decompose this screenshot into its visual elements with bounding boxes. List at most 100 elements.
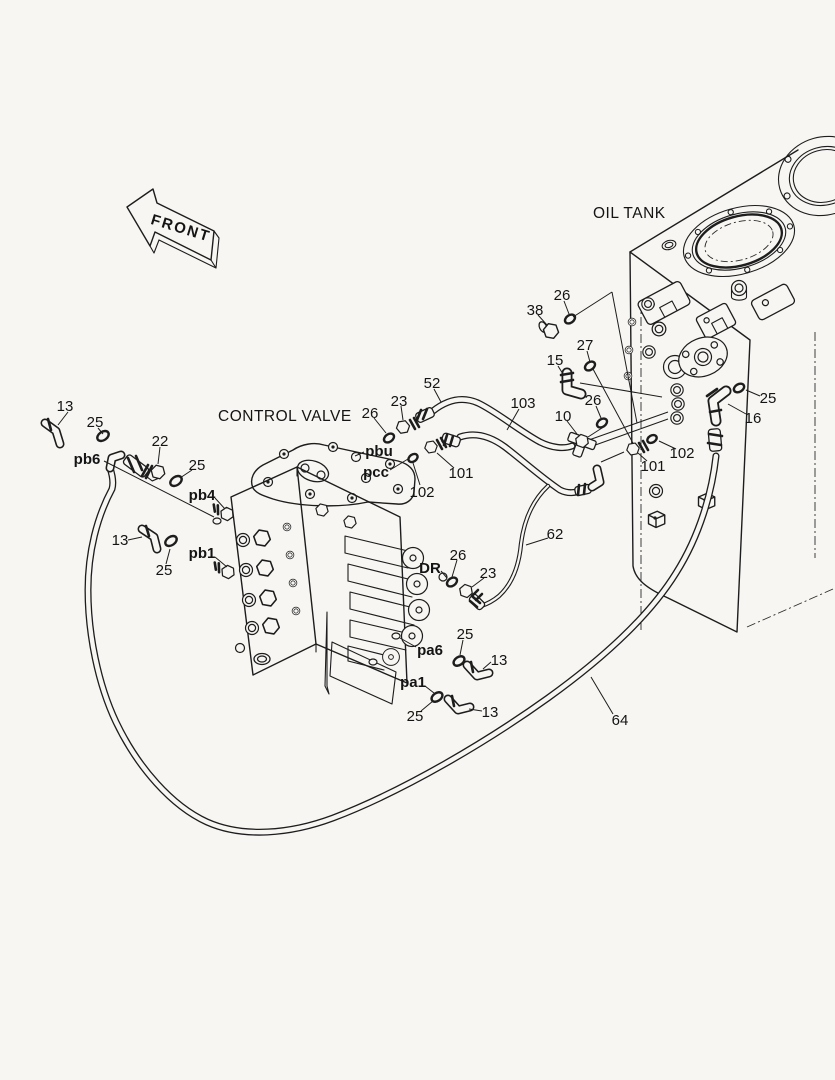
callout-23: 23 [471,565,497,588]
callout-text-38: 38 [527,302,544,319]
top-boss [661,239,677,251]
callout-leader-pbu [354,451,365,457]
callout-102: 102 [658,440,695,462]
hose-52 [415,400,572,448]
callout-22: 22 [152,433,168,465]
oval-flange [678,336,728,378]
callout-text-103: 103 [510,395,535,412]
tube-62 [468,486,548,611]
callout-leader-52 [433,388,442,403]
callout-102: 102 [409,462,435,501]
callout-leader-pb4 [214,497,226,510]
callout-26: 26 [450,547,467,578]
callout-leader-pcc [389,458,409,471]
clamp-bracket [750,283,796,321]
clamp-bracket [695,302,737,340]
callout-leader-13 [57,411,69,426]
callout-text-25: 25 [189,457,206,474]
callout-10: 10 [555,408,578,435]
callout-leader-26 [451,559,458,578]
valve-spools [344,535,431,671]
callout-pa6: pa6 [399,637,443,659]
elbow-fitting-13 [45,417,489,710]
pcc-port [360,472,372,484]
callout-leader-13 [468,708,483,712]
callout-text-25: 25 [760,390,777,407]
callout-pb6: pb6 [74,451,215,518]
callout-leader-25 [420,700,434,712]
callout-15: 15 [547,352,564,375]
elbow-fitting-15 [559,373,581,394]
callout-leader-23 [400,405,404,421]
control-valve-label: CONTROL VALVE [218,408,352,425]
plug-fitting-38 [538,321,561,340]
fittings [45,313,746,710]
callout-leader-38 [537,314,548,326]
callout-text-10: 10 [555,408,572,425]
callout-pcc: pcc [363,458,409,481]
callout-text-23: 23 [480,565,497,582]
hose-64 [88,428,724,833]
callout-text-13: 13 [112,532,129,549]
callout-leader-26 [595,405,602,419]
callout-64: 64 [590,676,629,729]
callout-text-13: 13 [491,652,508,669]
callout-leader-25 [165,548,171,565]
callout-leader-27 [586,350,591,363]
callout-leader-25 [459,639,464,656]
callout-text-25: 25 [156,562,173,579]
callout-leader-10 [566,420,578,435]
assembly-lines [572,291,663,463]
tee-fitting-10 [567,431,597,458]
callout-23: 23 [391,393,408,421]
callout-text-13: 13 [482,704,499,721]
callout-text-pcc: pcc [363,464,389,481]
manhole-flange [682,205,796,277]
callout-text-pb1: pb1 [189,545,216,562]
callout-leader-15 [557,365,564,375]
hose-103 [441,432,600,497]
callout-leader-pa6 [399,637,417,648]
callout-text-pb6: pb6 [74,451,101,468]
callout-13: 13 [112,532,143,549]
callout-13: 13 [57,398,73,426]
callout-leader-103 [506,408,520,431]
front-arrow: FRONT [126,188,220,269]
callout-pbu: pbu [354,443,393,460]
callout-text-102: 102 [669,445,694,462]
callout-leader-25 [745,389,761,397]
callout-leader-101 [436,452,455,469]
callout-text-pa1: pa1 [400,674,426,691]
callout-13: 13 [468,704,499,721]
callout-DR: DR [419,560,448,579]
callout-text-26: 26 [450,547,467,564]
corner-flange [777,135,835,217]
callout-leader-26 [563,300,570,315]
callout-leader-DR [440,570,448,579]
o-rings [96,313,746,703]
callout-leader-62 [525,537,549,546]
callout-leader-pb6 [103,460,215,518]
callout-text-23: 23 [391,393,408,410]
callout-leader-16 [727,403,747,415]
callout-leader-25 [97,427,104,435]
callout-pb4: pb4 [189,487,226,510]
nipple-fitting-23 [394,416,484,602]
callout-leader-101 [637,452,648,462]
top-cylinder [730,279,748,301]
pb6-port [212,517,222,525]
callout-27: 27 [577,337,593,363]
nipple-fitting-101 [423,436,650,457]
callout-text-16: 16 [745,410,762,427]
callout-25: 25 [87,414,104,435]
callout-25: 25 [745,389,777,407]
callout-25: 25 [457,626,473,656]
callout-pa1: pa1 [400,674,435,694]
callout-text-64: 64 [612,712,629,729]
callout-text-26: 26 [585,392,602,409]
callout-25: 25 [407,700,434,725]
callout-leader-23 [471,577,485,588]
control-valve: CONTROL VALVE [212,408,448,705]
